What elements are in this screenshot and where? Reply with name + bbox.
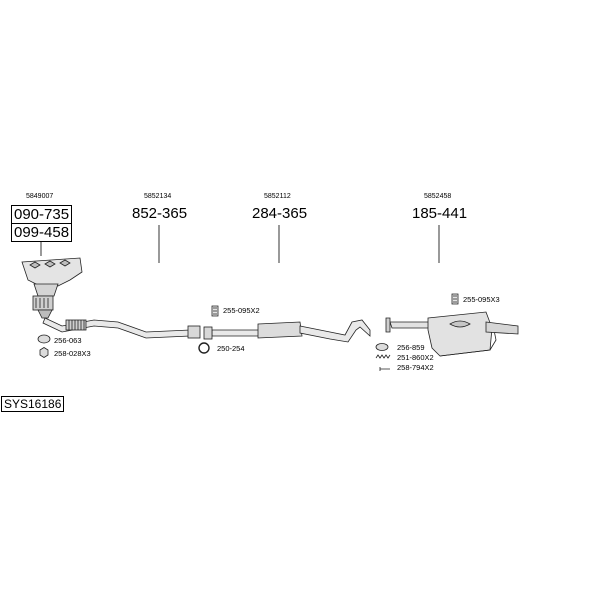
part-code-box[interactable]: 099-458 <box>11 223 73 242</box>
part-code[interactable]: 852-365 <box>132 205 188 222</box>
gasket-icon <box>37 334 51 344</box>
accessory-label[interactable]: 258-794X2 <box>397 363 434 372</box>
part-code[interactable]: 284-365 <box>252 205 308 222</box>
oem-number: 5852112 <box>264 193 291 200</box>
part-code[interactable]: 185-441 <box>412 205 468 222</box>
oem-number: 5852134 <box>144 193 172 200</box>
oem-number: 5849007 <box>26 193 54 200</box>
system-code-label: SYS16186 <box>1 396 65 412</box>
accessory-label[interactable]: 255-095X2 <box>223 306 260 315</box>
ring-clamp-icon <box>198 342 210 354</box>
rear-silencer-icon <box>385 311 519 357</box>
manifold-catalyst-icon <box>21 257 83 319</box>
middle-silencer-icon <box>203 319 371 343</box>
accessory-label[interactable]: 255-095X3 <box>463 295 500 304</box>
part-code-box[interactable]: 090-735 <box>11 205 73 224</box>
spring-icon <box>375 354 391 359</box>
nut-icon <box>39 347 49 358</box>
gasket-icon <box>375 343 389 351</box>
front-pipe-icon <box>42 317 201 339</box>
oem-number: 5852458 <box>424 193 452 200</box>
accessory-label[interactable]: 250-254 <box>217 344 245 353</box>
clamp-icon <box>451 293 459 305</box>
accessory-label[interactable]: 256-859 <box>397 343 425 352</box>
accessory-label[interactable]: 256-063 <box>54 336 82 345</box>
bolt-icon <box>379 367 390 371</box>
clamp-icon <box>211 305 219 317</box>
accessory-label[interactable]: 251-860X2 <box>397 353 434 362</box>
accessory-label[interactable]: 258-028X3 <box>54 349 91 358</box>
